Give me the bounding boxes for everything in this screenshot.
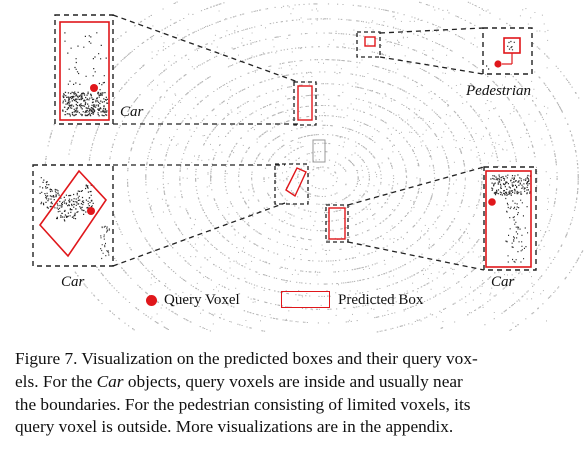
label-car-left: Car — [61, 274, 85, 290]
caption-text: the boundaries. For the pedestrian consi… — [15, 394, 471, 414]
scene-object-frames — [274, 31, 381, 243]
label-car-top: Car — [120, 104, 144, 120]
scene-frame-car-top — [293, 81, 317, 126]
connector-line — [112, 202, 286, 267]
caption-line: Figure 7. Visualization on the predicted… — [15, 348, 570, 371]
zoom-box-car-right — [485, 170, 532, 268]
scene-box-car-right — [328, 207, 346, 240]
caption-text: els. For the — [15, 371, 97, 391]
scene-frame-car-right — [325, 204, 349, 243]
lidar-points — [44, 1, 584, 333]
caption-italic-term: Car — [96, 371, 124, 391]
query-voxel-car-right — [488, 198, 496, 206]
query-voxel-legend-icon — [146, 295, 157, 306]
ego-vehicle — [312, 139, 326, 163]
connector-line — [379, 27, 484, 34]
scene-box-car-top — [297, 85, 313, 121]
figure-caption: Figure 7. Visualization on the predicted… — [15, 348, 570, 439]
legend-query-voxel-label: Query Voxel — [164, 292, 240, 308]
zoom-frame-car-top — [54, 14, 114, 125]
query-voxels — [87, 60, 502, 215]
caption-text: query voxel is outside. More visualizati… — [15, 417, 454, 437]
zoom-lidar-points — [39, 32, 532, 263]
zoom-predicted-boxes — [38, 21, 532, 268]
scene-box-car-left — [285, 167, 307, 198]
zoom-box-car-top — [59, 21, 110, 121]
caption-text: Figure 7. Visualization on the predicted… — [15, 349, 478, 368]
zoom-frame-pedestrian — [482, 27, 533, 75]
connector-line — [347, 166, 485, 206]
zoom-box-car-left — [38, 169, 108, 258]
label-pedestrian: Pedestrian — [466, 83, 531, 99]
connector-line — [379, 56, 484, 75]
zoom-panel-point-clouds — [39, 32, 532, 263]
query-voxel-car-left — [87, 207, 95, 215]
caption-line: els. For the Car objects, query voxels a… — [15, 371, 570, 394]
query-voxel-pedestrian — [494, 60, 502, 68]
scene-box-pedestrian — [364, 36, 376, 47]
predicted-box-legend-icon — [281, 291, 330, 308]
label-car-right: Car — [491, 274, 515, 290]
scene-predicted-boxes — [285, 36, 376, 240]
caption-line: the boundaries. For the pedestrian consi… — [15, 394, 570, 417]
lidar-scene-figure — [32, 1, 584, 333]
lidar-point-cloud — [44, 1, 584, 333]
zoom-frame-car-right — [483, 166, 537, 271]
caption-line: query voxel is outside. More visualizati… — [15, 416, 570, 439]
scene-frame-car-left — [274, 163, 309, 205]
query-voxel-car-top — [90, 84, 98, 92]
zoom-connector-lines — [112, 14, 485, 271]
caption-text: objects, query voxels are inside and usu… — [123, 371, 463, 391]
connector-line — [112, 14, 299, 83]
figure-7: Car Pedestrian Car Car Query Voxel Predi… — [32, 1, 584, 333]
legend-predicted-box-label: Predicted Box — [338, 292, 424, 308]
scene-frame-pedestrian — [356, 31, 381, 58]
